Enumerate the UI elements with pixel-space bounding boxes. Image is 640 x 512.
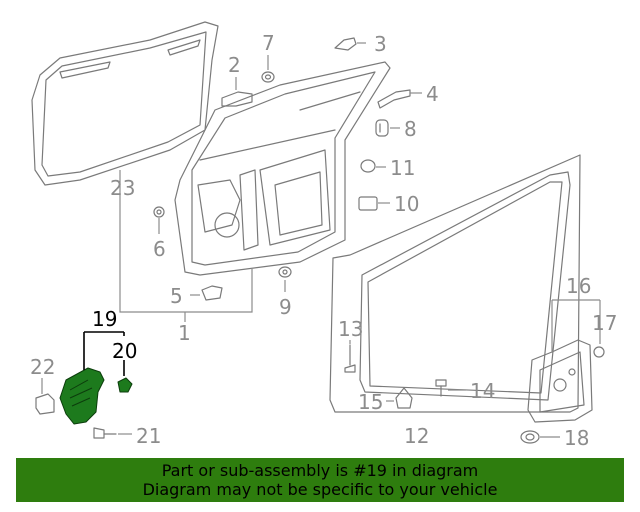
part-3-clip xyxy=(334,37,357,51)
part-11-grommet xyxy=(360,159,376,173)
part-21-screw xyxy=(93,427,117,439)
callout-labels: 2 7 3 4 8 11 10 6 5 9 23 1 13 14 15 12 1… xyxy=(30,31,617,450)
callout-12: 12 xyxy=(404,424,429,448)
parts-diagram: 2 7 3 4 8 11 10 6 5 9 23 1 13 14 15 12 1… xyxy=(30,21,617,450)
banner-line-1: Part or sub-assembly is #19 in diagram xyxy=(161,461,479,480)
callout-1: 1 xyxy=(178,321,191,345)
part-17-clip xyxy=(593,346,605,358)
leader-lines xyxy=(41,42,601,438)
part-18-clip xyxy=(520,430,540,444)
callout-11: 11 xyxy=(390,156,415,180)
callout-15: 15 xyxy=(358,390,383,414)
callout-3: 3 xyxy=(374,32,387,56)
part-13-clip xyxy=(344,344,356,373)
part-7-plug xyxy=(261,71,275,83)
callout-14: 14 xyxy=(470,379,495,403)
part-22-block xyxy=(35,393,55,415)
callout-19: 19 xyxy=(92,307,117,331)
callout-16: 16 xyxy=(566,274,591,298)
part-8-bumper xyxy=(375,119,389,137)
part-9-plug xyxy=(278,266,292,278)
part-4-strip xyxy=(377,89,411,109)
part-15-clip xyxy=(395,387,413,409)
callout-22: 22 xyxy=(30,355,55,379)
callout-4: 4 xyxy=(426,82,439,106)
part-10-pad xyxy=(358,196,378,211)
door-inner-panel xyxy=(174,61,391,276)
part-5-clip xyxy=(201,285,223,301)
callout-2: 2 xyxy=(228,53,241,77)
callout-20: 20 xyxy=(112,339,137,363)
callout-5: 5 xyxy=(170,284,183,308)
part-6-plug xyxy=(153,206,165,218)
door-lock-assembly xyxy=(59,367,105,425)
callout-9: 9 xyxy=(279,295,292,319)
callout-17: 17 xyxy=(592,311,617,335)
door-service-panel xyxy=(527,339,593,423)
callout-13: 13 xyxy=(338,317,363,341)
callout-18: 18 xyxy=(564,426,589,450)
door-weatherstrip xyxy=(329,154,581,413)
info-banner: Part or sub-assembly is #19 in diagram D… xyxy=(16,458,624,502)
callout-10: 10 xyxy=(394,192,419,216)
part-2-bracket xyxy=(221,91,253,107)
callout-21: 21 xyxy=(136,424,161,448)
lock-bolt xyxy=(117,377,133,393)
callout-23: 23 xyxy=(110,176,135,200)
part-14-clip xyxy=(435,379,447,397)
callout-6: 6 xyxy=(153,237,166,261)
callout-8: 8 xyxy=(404,117,417,141)
callout-7: 7 xyxy=(262,31,275,55)
banner-line-2: Diagram may not be specific to your vehi… xyxy=(142,480,498,499)
